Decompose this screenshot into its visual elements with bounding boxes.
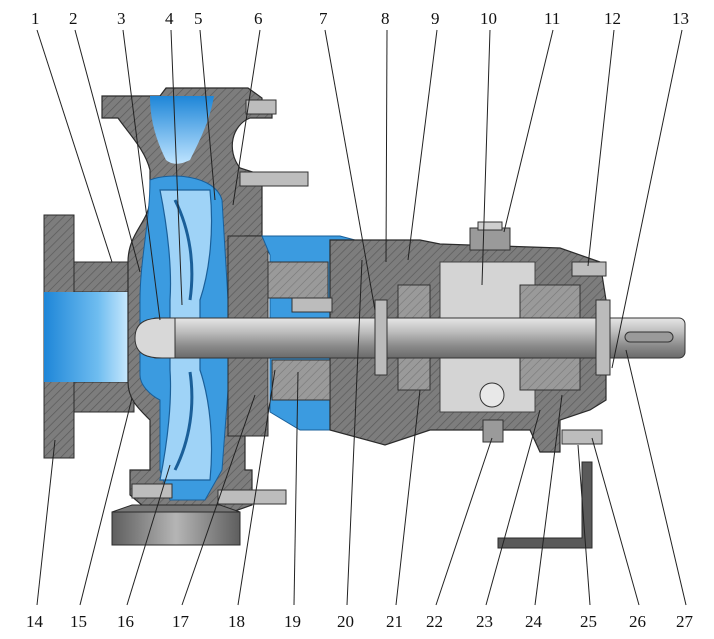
discharge-flow: [150, 96, 214, 164]
impeller-nut: [134, 317, 176, 359]
pump-foot-top: [111, 504, 241, 513]
part-label-19: 19: [284, 612, 301, 631]
foot-bolt-left: [131, 483, 173, 499]
foot-bolt-right: [217, 489, 287, 505]
shaft-keyway: [624, 331, 674, 343]
part-label-25: 25: [580, 612, 597, 631]
part-label-26: 26: [629, 612, 646, 631]
leader-12: [587, 29, 615, 267]
part-label-4: 4: [165, 9, 174, 28]
part-label-8: 8: [381, 9, 390, 28]
leader-17: [181, 394, 256, 606]
leader-23: [485, 409, 541, 606]
leader-9: [407, 29, 438, 261]
impeller-vane-lower: [173, 371, 194, 471]
leader-16: [126, 464, 171, 606]
bottom-labels: 14 15 16 17 18 19 20 21 22 23 24 25 26 2…: [26, 612, 694, 631]
part-label-20: 20: [337, 612, 354, 631]
seal-gland: [271, 359, 331, 401]
part-label-11: 11: [544, 9, 560, 28]
support-bolt: [561, 429, 603, 445]
part-label-13: 13: [672, 9, 689, 28]
leader-7: [324, 29, 376, 311]
oil-drain-plug: [482, 419, 504, 443]
part-label-18: 18: [228, 612, 245, 631]
part-label-16: 16: [117, 612, 134, 631]
bracket-bolt: [571, 261, 607, 277]
part-label-5: 5: [194, 9, 203, 28]
part-label-3: 3: [117, 9, 126, 28]
leader-25: [577, 444, 591, 606]
rear-oil-seal: [595, 299, 611, 376]
casing-bolt-upper: [239, 171, 309, 187]
part-label-9: 9: [431, 9, 440, 28]
leader-10: [481, 29, 491, 286]
leader-4: [170, 29, 183, 306]
oil-sight-glass: [479, 382, 505, 408]
oil-filler-cap: [477, 221, 503, 231]
suction-inlet-flow: [44, 292, 134, 382]
part-label-17: 17: [172, 612, 190, 631]
leader-26: [591, 437, 640, 606]
leader-13: [611, 29, 683, 369]
part-label-27: 27: [676, 612, 694, 631]
leader-6: [232, 29, 261, 206]
leader-21: [395, 389, 421, 606]
seal-spring: [291, 297, 333, 313]
leader-8: [385, 29, 388, 263]
leader-22: [435, 437, 493, 606]
pump-assembly: [43, 87, 686, 549]
leader-5: [199, 29, 216, 201]
part-label-2: 2: [69, 9, 78, 28]
suction-pipe-wall-bottom: [73, 381, 135, 413]
part-label-10: 10: [480, 9, 497, 28]
leader-11: [503, 29, 554, 233]
top-flange-bolt: [245, 99, 277, 115]
front-oil-seal: [374, 299, 388, 376]
leader-3: [122, 29, 161, 321]
part-label-7: 7: [319, 9, 328, 28]
impeller-vane-upper: [173, 199, 194, 301]
part-label-21: 21: [386, 612, 403, 631]
leader-2: [74, 29, 141, 273]
part-label-22: 22: [426, 612, 443, 631]
leader-1: [36, 29, 113, 263]
leader-15: [79, 397, 133, 606]
leader-18: [237, 369, 276, 606]
leader-14: [36, 439, 56, 606]
mechanical-seal: [267, 261, 329, 299]
part-label-23: 23: [476, 612, 493, 631]
support-bracket: [497, 461, 593, 549]
part-label-15: 15: [70, 612, 87, 631]
part-label-24: 24: [525, 612, 543, 631]
top-labels: 1 2 3 4 5 6 7 8 9 10 11 12 13: [31, 9, 689, 28]
leader-19: [293, 371, 299, 606]
leader-20: [346, 259, 363, 606]
part-label-12: 12: [604, 9, 621, 28]
leader-lines: [36, 29, 687, 606]
part-label-14: 14: [26, 612, 44, 631]
part-label-6: 6: [254, 9, 263, 28]
part-label-1: 1: [31, 9, 40, 28]
pump-foot: [111, 511, 241, 546]
leader-27: [625, 349, 687, 606]
leader-24: [534, 394, 563, 606]
suction-pipe-wall-top: [73, 261, 135, 293]
